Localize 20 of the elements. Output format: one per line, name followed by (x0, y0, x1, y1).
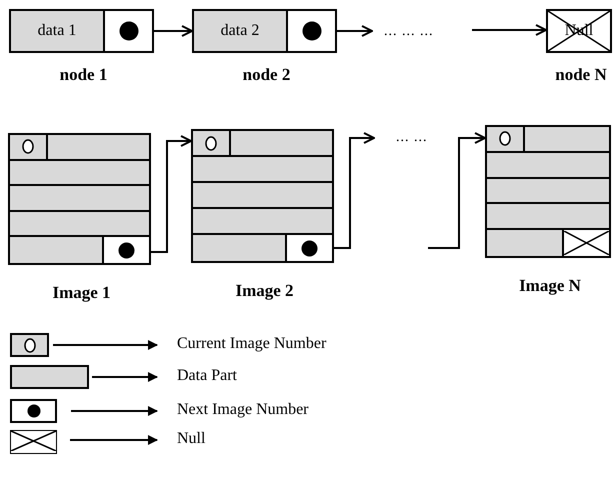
legend-text: Current Image Number (177, 335, 326, 353)
data-part: data 1 (11, 11, 105, 51)
legend-text: Null (177, 430, 206, 448)
node-caption: node 2 (242, 65, 290, 85)
arrow (154, 25, 193, 37)
arrow (472, 24, 547, 36)
image-caption: Image 1 (52, 283, 111, 303)
arrow (337, 25, 373, 37)
legend-text: Next Image Number (177, 401, 309, 419)
image-caption: Image N (519, 276, 581, 296)
legend-text: Data Part (177, 367, 237, 385)
node-caption: node N (555, 65, 607, 85)
node-caption: node 1 (60, 65, 108, 85)
arrow (151, 135, 192, 253)
ellipsis-text: ... ... ... (372, 22, 472, 42)
arrow (428, 132, 486, 249)
arrow (334, 132, 375, 249)
image-caption: Image 2 (235, 281, 294, 301)
ellipsis-text: ... ... (374, 128, 444, 148)
data-part: data 2 (194, 11, 288, 51)
